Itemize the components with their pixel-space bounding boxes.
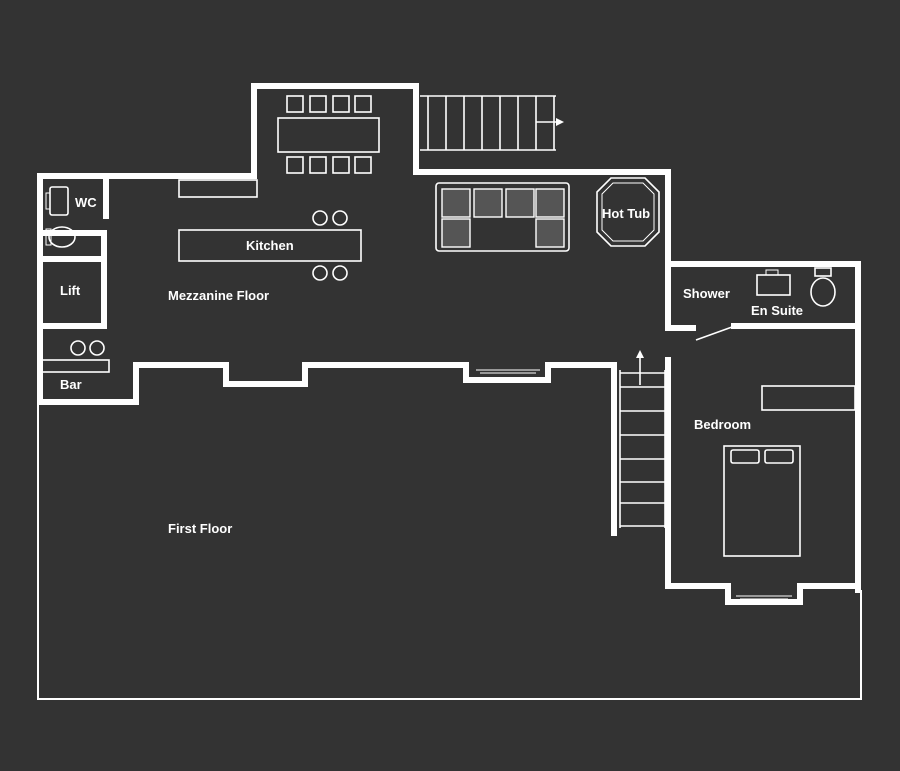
- kitchen-island: [178, 210, 362, 281]
- wardrobe: [761, 385, 856, 411]
- chair-icon: [354, 95, 372, 113]
- right-staircase: [619, 350, 666, 528]
- stair-arrow-up-icon: [636, 350, 644, 358]
- top-staircase: [420, 95, 564, 151]
- bedroom-furniture: [723, 385, 856, 600]
- hot-tub: [596, 177, 660, 247]
- chair-icon: [286, 95, 304, 113]
- chair-icon: [332, 156, 350, 174]
- label-kitchen: Kitchen: [246, 238, 294, 253]
- chair-icon: [309, 95, 327, 113]
- bed: [723, 445, 801, 557]
- dining-table: [277, 95, 380, 174]
- stool-icon: [89, 340, 105, 356]
- en-suite-fixtures: [695, 267, 836, 341]
- counter: [178, 179, 258, 198]
- label-shower: Shower: [683, 286, 730, 301]
- stair-arrow-icon: [556, 118, 564, 126]
- label-en-suite: En Suite: [751, 303, 803, 318]
- door-swing: [695, 326, 733, 341]
- wc-fixtures: [45, 186, 76, 248]
- stool-icon: [312, 265, 328, 281]
- label-bedroom: Bedroom: [694, 417, 751, 432]
- label-bar: Bar: [60, 377, 82, 392]
- label-wc: WC: [75, 195, 97, 210]
- bar-fixtures: [41, 340, 110, 373]
- stool-icon: [332, 265, 348, 281]
- stool-icon: [70, 340, 86, 356]
- label-first-floor: First Floor: [168, 521, 232, 536]
- label-hot-tub: Hot Tub: [602, 206, 650, 221]
- chair-icon: [309, 156, 327, 174]
- window: [476, 369, 540, 374]
- pillow-icon: [764, 449, 794, 464]
- pillow-icon: [730, 449, 760, 464]
- chair-icon: [354, 156, 372, 174]
- toilet-icon: [810, 277, 836, 307]
- chair-icon: [332, 95, 350, 113]
- mezzanine-walls: [37, 83, 861, 605]
- sink-icon: [756, 274, 791, 296]
- label-lift: Lift: [60, 283, 81, 298]
- sink-icon: [49, 186, 69, 216]
- chair-icon: [286, 156, 304, 174]
- label-mezzanine-floor: Mezzanine Floor: [168, 288, 269, 303]
- sofa: [435, 182, 570, 252]
- first-floor-outline: [37, 402, 862, 700]
- toilet-icon: [48, 226, 76, 248]
- stool-icon: [332, 210, 348, 226]
- stool-icon: [312, 210, 328, 226]
